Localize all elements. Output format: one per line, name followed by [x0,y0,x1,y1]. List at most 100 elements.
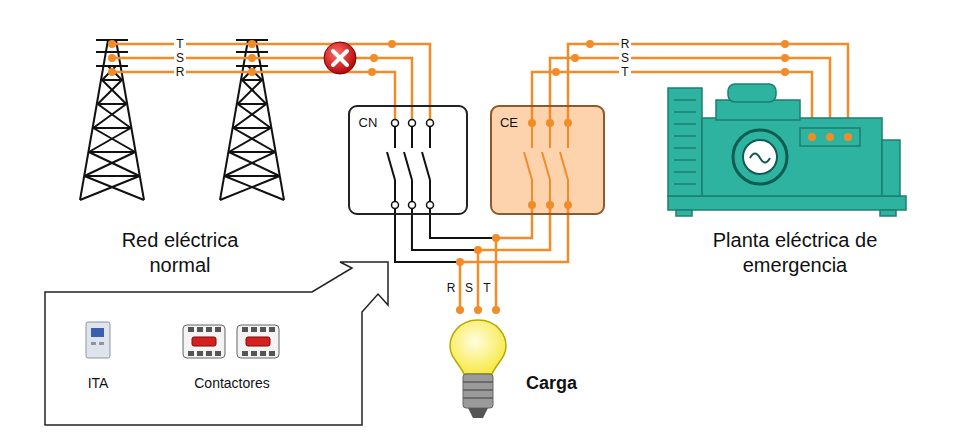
phase-label: R [445,282,458,294]
cn-switch-symbol [387,123,430,205]
generator-terminal [844,133,852,141]
contactor-icon [188,351,194,356]
transmission-tower [93,128,135,152]
transmission-tower [80,40,284,200]
light-bulb [450,320,506,374]
contactor-icon [206,351,212,356]
transmission-tower [236,65,268,67]
wire-dot [108,68,116,76]
load-wire [459,262,462,310]
wire-dot [586,40,594,48]
wire-dot [108,54,116,62]
component-label: Contactores [194,375,269,391]
ita-icon [86,322,110,358]
transmission-tower [98,80,122,104]
phase-label: T [481,282,492,294]
emergency-generator [702,118,882,196]
contactor-icon [197,327,203,332]
phase-label: T [619,66,630,78]
cn-output-wire [395,209,460,262]
contactor-icon [269,351,275,356]
transmission-tower [98,103,127,105]
contactor-icon [246,337,270,346]
contactor-icon [237,325,279,358]
wire-dot [456,258,464,266]
grid-wire [110,58,412,123]
cn-switch-symbol [404,123,412,205]
transmission-tower [89,128,131,152]
transmission-tower [96,65,128,67]
ce-terminal [546,119,554,127]
wire-dot [456,234,500,314]
callout-outline [45,262,388,425]
grid-wire [110,44,430,123]
transmission-tower [96,51,128,53]
transfer-switch-box: CE [490,105,605,215]
grid-wire [110,72,395,123]
ce-switch-symbol [524,123,532,205]
phase-label: R [619,38,632,50]
contactor-icon [183,325,225,358]
emergency-generator [750,154,770,163]
wire-dot [368,68,376,76]
ce-output-wire [496,205,532,238]
transmission-tower [84,176,144,200]
ce-terminal [564,119,572,127]
contactor-icon [260,351,266,356]
phase-label: S [463,282,475,294]
wire-dot [248,40,256,48]
transmission-tower [224,152,275,176]
transmission-tower [80,176,140,200]
contactor-icon [237,325,279,358]
transmission-tower [220,176,280,200]
transmission-tower [84,175,139,177]
transmission-tower [229,152,280,176]
radiator-grille [674,171,696,173]
transmission-tower [236,51,268,53]
wire-dot [456,306,464,314]
caption-label: Red eléctrica normal [95,228,265,278]
wire-dot [474,306,482,314]
wire-dot [781,40,789,48]
transmission-tower [89,151,135,153]
load-label: Carga [526,372,577,395]
wire-dot [108,40,396,76]
wire-dot [781,68,789,76]
contactor-icon [197,351,203,356]
cn-terminal [392,120,434,209]
emergency-generator [668,196,906,210]
ita-icon [91,328,104,337]
emergency-generator [668,84,906,216]
contactor-icon [260,327,266,332]
emergency-generator [716,100,800,120]
ce-terminal [528,119,536,127]
transmission-tower [89,152,140,176]
emergency-generator [733,130,787,184]
cn-switch-symbol [422,123,430,205]
component-label: ITA [88,375,109,391]
wire-dot [474,246,482,254]
light-bulb [463,382,493,398]
wire-dot [248,54,256,62]
caption-label: Planta eléctrica de emergencia [708,228,883,278]
ita-icon [99,342,104,345]
contactor-icon [183,325,225,358]
grid-wire [110,44,430,123]
wire-dot [781,54,789,62]
radiator-grille [674,159,696,161]
load-wire [477,250,480,310]
radiator-grille [674,111,696,113]
cn-output-wire [395,209,496,262]
transmission-tower [102,80,126,104]
ce-terminal [546,201,554,209]
light-bulb [468,408,488,418]
phase-label: S [174,52,186,64]
fault-mark [324,42,356,74]
load-wire [460,238,496,310]
emergency-generator [676,210,692,216]
wire-dot [370,54,378,62]
ce-switch-symbol [560,123,568,205]
generator-terminal [808,133,852,141]
contactor-icon [251,327,257,332]
contactor-icon [215,351,221,356]
